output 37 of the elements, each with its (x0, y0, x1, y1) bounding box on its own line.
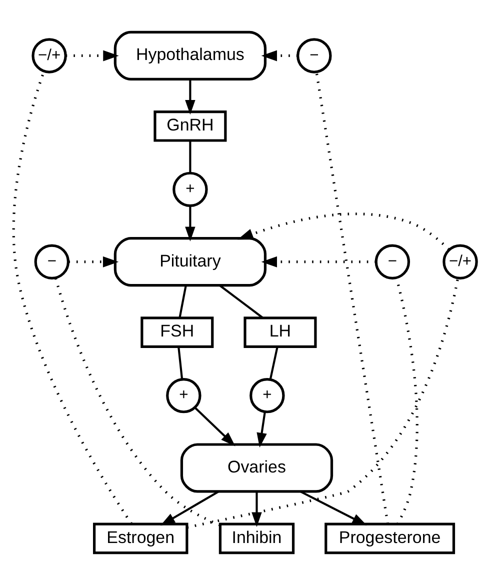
node-circle: − (374, 244, 410, 280)
node-box: Estrogen (93, 522, 188, 554)
connector (219, 284, 264, 318)
node-circle: + (250, 378, 285, 414)
node-circle: −/+ (32, 38, 67, 74)
node-box: LH (244, 316, 317, 348)
arrow (66, 50, 119, 62)
connector (187, 278, 460, 529)
arrow (256, 412, 267, 448)
arrow (194, 407, 236, 446)
node-box: FSH (140, 316, 214, 348)
connector (315, 72, 389, 524)
connector (189, 140, 192, 173)
node-circle: + (166, 378, 202, 414)
connector (178, 346, 184, 380)
node-circle: −/+ (442, 244, 478, 280)
node-box: GnRH (154, 110, 227, 142)
arrow (300, 490, 367, 526)
arrow (237, 212, 450, 250)
connector (54, 278, 220, 526)
node-box: Pituitary (114, 237, 267, 287)
arrow (185, 206, 196, 242)
node-circle: + (172, 172, 208, 208)
node-box: Progesterone (324, 522, 456, 554)
arrow (252, 492, 262, 527)
node-box: Hypothalamus (114, 30, 267, 80)
arrow (261, 256, 376, 268)
node-box: Inhibin (218, 522, 295, 554)
connector (269, 346, 278, 380)
connector (178, 285, 187, 318)
arrow (160, 490, 220, 526)
arrow (261, 50, 298, 62)
node-circle: − (34, 244, 70, 280)
node-box: Ovaries (180, 443, 334, 493)
arrow (185, 79, 196, 115)
node-circle: − (296, 38, 332, 74)
arrow (68, 256, 119, 268)
